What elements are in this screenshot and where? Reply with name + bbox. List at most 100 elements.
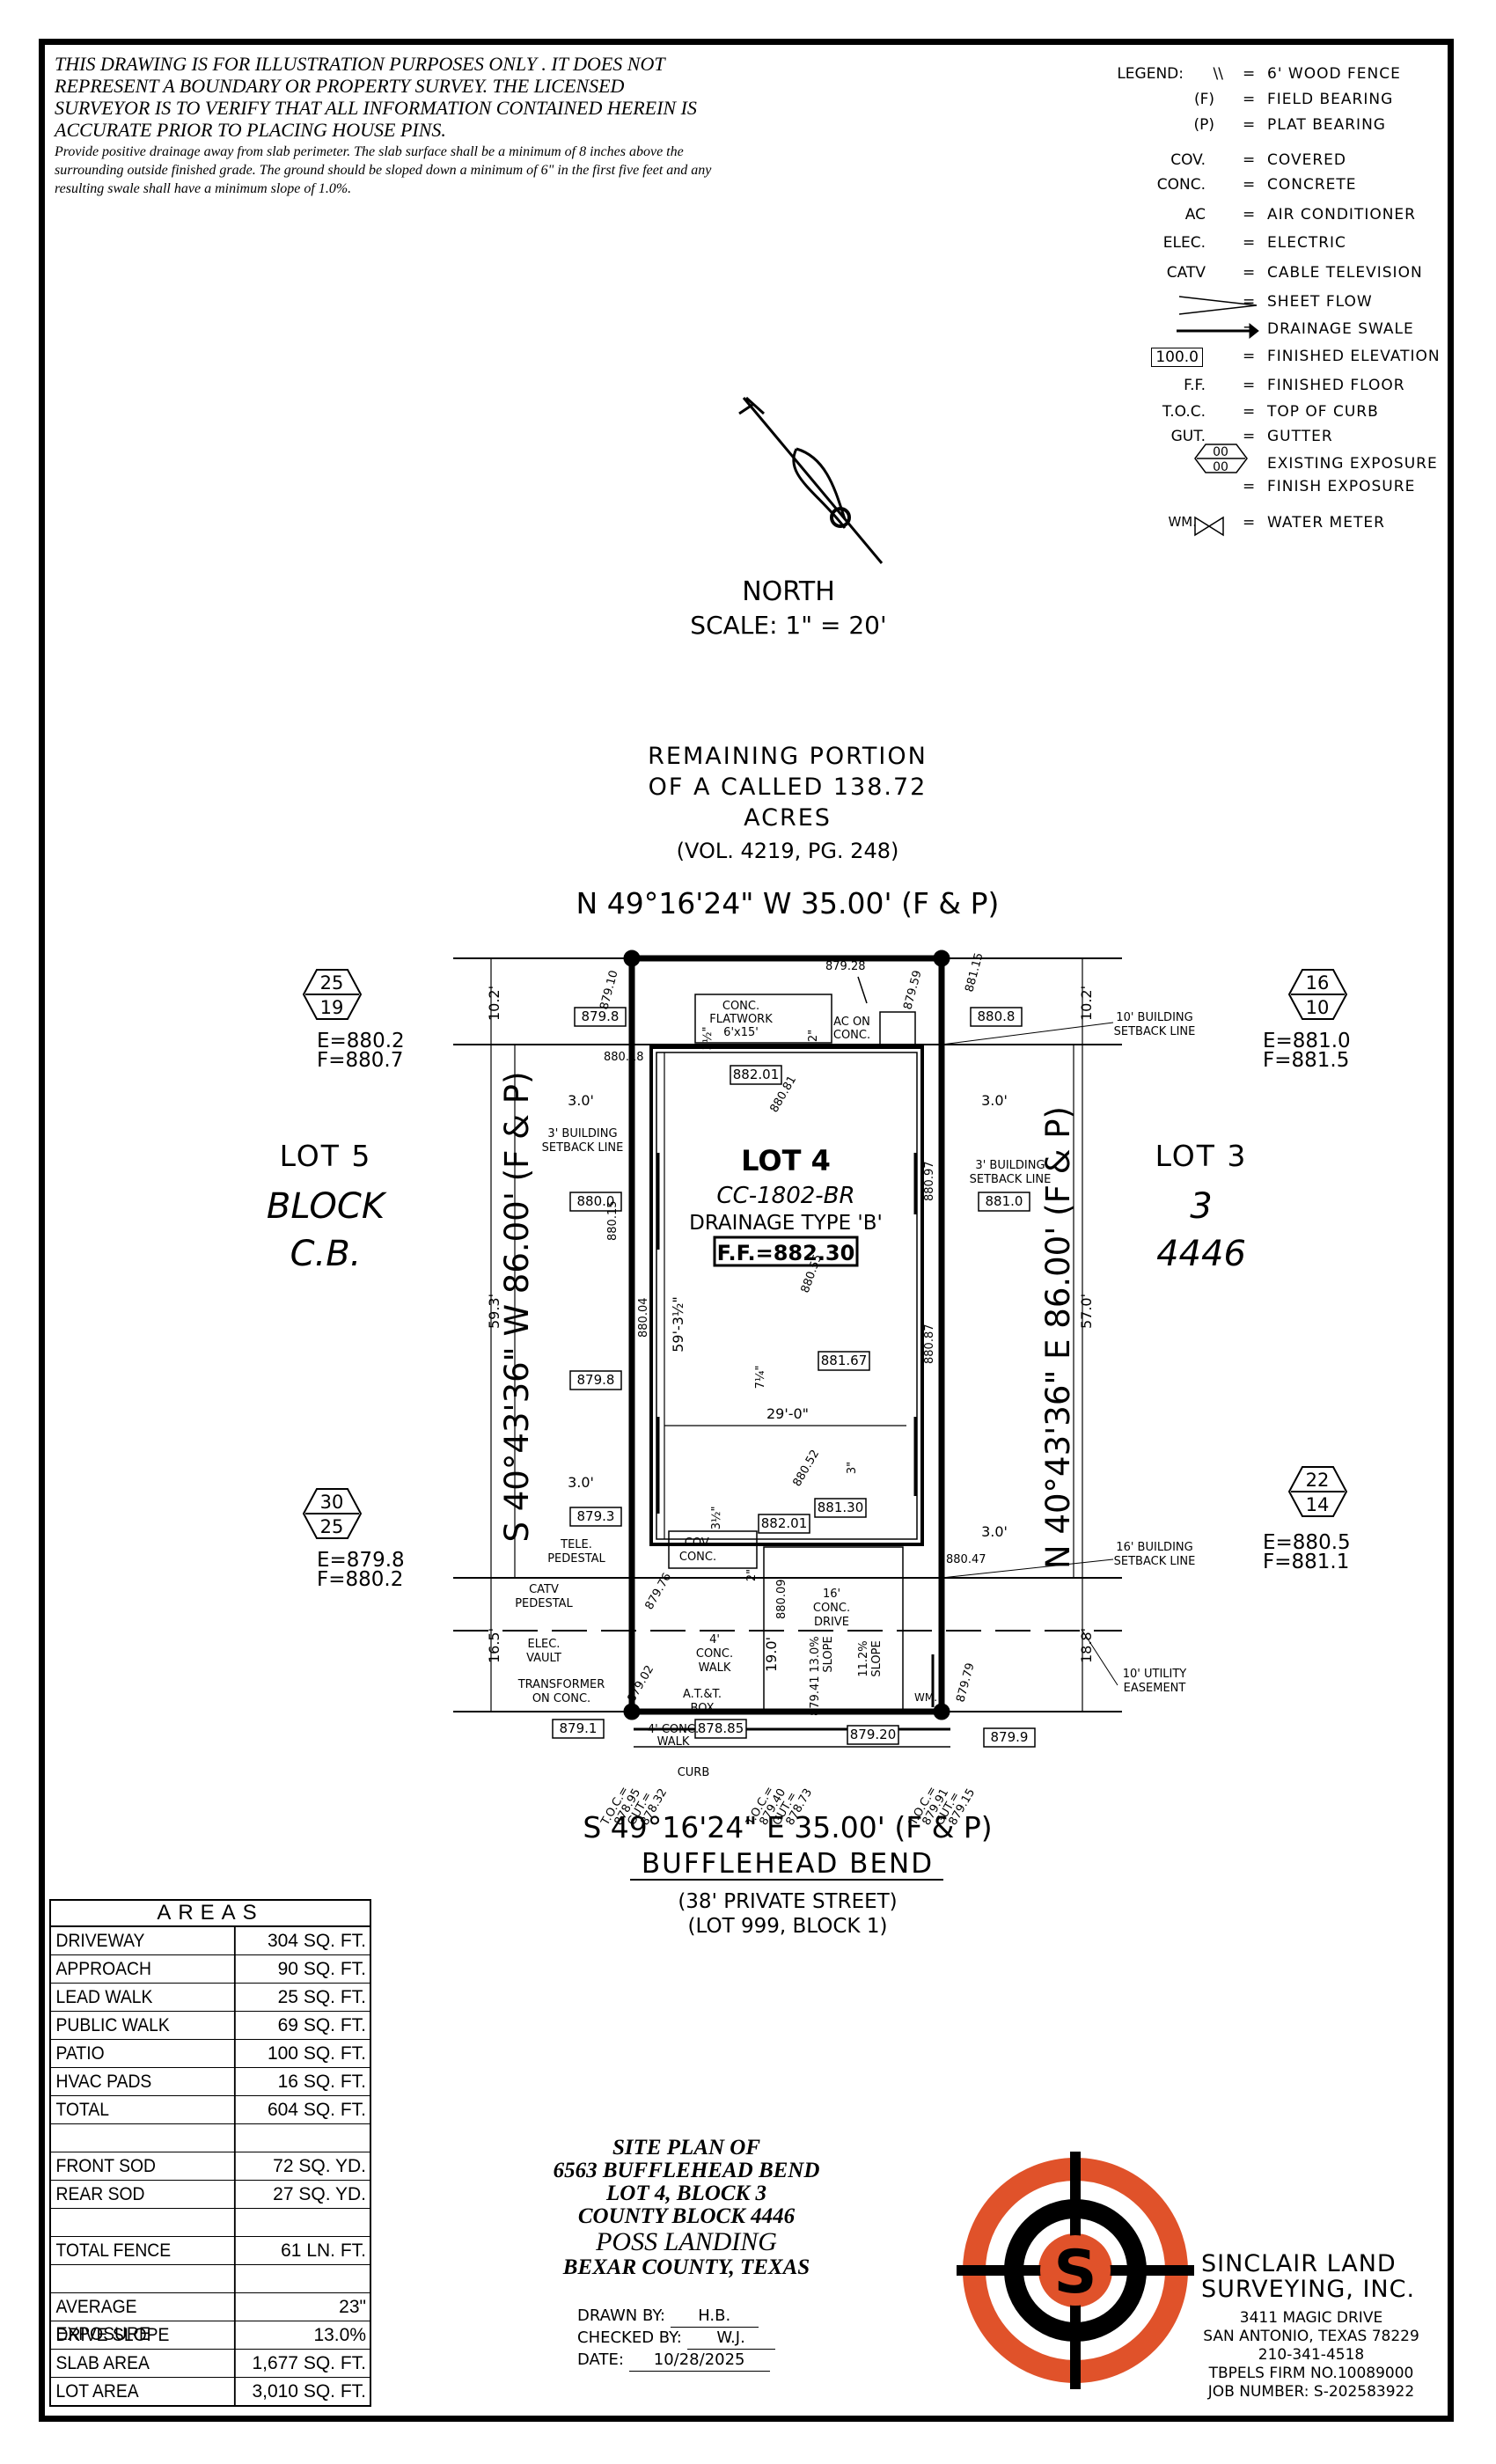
street-width: (38' PRIVATE STREET) <box>678 1890 897 1913</box>
legend-desc: CABLE TELEVISION <box>1267 264 1423 282</box>
legend-symbol: GUT. <box>1170 428 1206 445</box>
boxed-elevation: 882.01 <box>761 1515 808 1531</box>
legend-desc: AIR CONDITIONER <box>1267 206 1416 224</box>
slope-pct: 11.2% <box>857 1640 870 1676</box>
legend-desc: COVERED <box>1267 151 1346 169</box>
slope-label: SLOPE <box>822 1636 835 1672</box>
step-dim: 3" <box>846 1462 859 1474</box>
exposure-f: F=881.1 <box>1263 1551 1349 1573</box>
areas-value: 1,677 SQ. FT. <box>252 2353 366 2373</box>
flatwork-size: 6'x15' <box>723 1026 759 1039</box>
company-address: 3411 MAGIC DRIVE <box>1239 2309 1383 2327</box>
dim-3ft: 3.0' <box>981 1092 1008 1109</box>
legend-desc: FINISHED FLOOR <box>1267 377 1405 394</box>
areas-item: PATIO <box>51 2040 236 2067</box>
elevation-shot: 880.15 <box>606 1201 620 1242</box>
areas-item: DRIVE SLOPE <box>51 2321 236 2349</box>
step-dim: 7¼" <box>754 1366 767 1390</box>
bearing-right: N 40°43'36" E 86.00' (F & P) <box>1039 1106 1077 1569</box>
exposure-hex-lot5-front <box>302 1488 363 1539</box>
flatwork-label: CONC. <box>722 1000 759 1013</box>
street-lot: (LOT 999, BLOCK 1) <box>688 1915 888 1938</box>
legend-desc: TOP OF CURB <box>1267 403 1379 421</box>
drawn-by: H.B. <box>670 2306 759 2328</box>
title-subdivision: POSS LANDING <box>596 2227 777 2256</box>
step-dim: 3½" <box>701 1027 715 1051</box>
building-slab <box>649 1045 924 1546</box>
legend-title: LEGEND: <box>1117 65 1184 83</box>
att-box: BOX <box>691 1702 715 1715</box>
lead-walk: CONC. <box>696 1647 733 1661</box>
company-phone: 210-341-4518 <box>1258 2346 1365 2364</box>
sheet-flow-icon <box>1178 296 1258 315</box>
areas-item: AVERAGE EXPOSURE <box>51 2293 236 2344</box>
exposure-f: F=880.2 <box>317 1568 403 1591</box>
areas-value: 23" <box>339 2297 366 2317</box>
step-dim: 2" <box>807 1030 820 1042</box>
boxed-elevation: 880.0 <box>577 1193 615 1209</box>
exposure-e: E=879.8 <box>317 1549 405 1572</box>
cov-conc: CONC. <box>679 1551 716 1564</box>
checked-by: W.J. <box>686 2328 775 2350</box>
date: 10/28/2025 <box>628 2350 770 2372</box>
exposure-e: E=880.2 <box>317 1030 405 1052</box>
elevation-shot: 880.09 <box>775 1580 788 1620</box>
legend-desc: CONCRETE <box>1267 176 1357 194</box>
dim-length: 59'-3½" <box>670 1296 686 1353</box>
setback-10: SETBACK LINE <box>1114 1025 1196 1038</box>
transformer: TRANSFORMER <box>517 1678 605 1691</box>
bearing-bottom: S 49°16'24" E 35.00' (F & P) <box>583 1810 992 1844</box>
areas-item: TOTAL FENCE <box>51 2237 236 2264</box>
elevation-shot: 879.10 <box>598 969 620 1011</box>
dim-3ft: 3.0' <box>981 1523 1008 1540</box>
boxed-elevation: 878.85 <box>698 1720 744 1736</box>
elevation-shot: 880.87 <box>923 1324 936 1365</box>
title-address: 6563 BUFFLEHEAD BEND <box>553 2159 820 2182</box>
areas-item <box>51 2124 236 2152</box>
exposure-existing: 30 <box>320 1492 344 1513</box>
lead-walk: 4' <box>709 1633 720 1646</box>
utility-easement: EASEMENT <box>1124 1682 1186 1695</box>
legend-symbol: 100.0 <box>1151 348 1203 367</box>
elevation-shot: 879.79 <box>954 1661 977 1704</box>
exposure-existing: 22 <box>1306 1470 1330 1491</box>
transformer: ON CONC. <box>532 1692 590 1705</box>
elec-vault: VAULT <box>526 1652 561 1665</box>
drawn-label: DRAWN BY: <box>577 2306 665 2325</box>
finished-floor: F.F.=882.30 <box>717 1241 855 1265</box>
lead-walk: WALK <box>699 1661 731 1675</box>
catv-pedestal: PEDESTAL <box>515 1597 573 1610</box>
lot4-title: LOT 4 <box>741 1144 831 1177</box>
lot5-label: LOT 5 <box>280 1139 372 1173</box>
exposure-e: E=880.5 <box>1263 1531 1351 1554</box>
elevation-shot: 880.52 <box>790 1448 822 1489</box>
elevation-shot: 880.47 <box>946 1553 986 1566</box>
dim-front-left: 16.5' <box>486 1628 502 1663</box>
legend-exp-top: 00 <box>1213 445 1228 459</box>
company-name: SINCLAIR LAND <box>1201 2250 1397 2277</box>
drainage-type: DRAINAGE TYPE 'B' <box>689 1212 883 1235</box>
areas-item: DRIVEWAY <box>51 1927 236 1954</box>
company-city: SAN ANTONIO, TEXAS 78229 <box>1203 2328 1419 2345</box>
dim-rear-setback: 10.2' <box>486 986 502 1021</box>
flatwork-label: FLATWORK <box>709 1013 773 1026</box>
remaining-portion: OF A CALLED 138.72 <box>649 774 928 801</box>
disclaimer-text: THIS DRAWING IS FOR ILLUSTRATION PURPOSE… <box>55 53 697 141</box>
boxed-elevation: 879.1 <box>560 1720 598 1736</box>
title-line: SITE PLAN OF <box>612 2136 761 2160</box>
exposure-finish: 25 <box>320 1516 344 1537</box>
areas-item: APPROACH <box>51 1955 236 1983</box>
legend-symbol: (F) <box>1193 91 1214 108</box>
lot5-cb: C.B. <box>290 1234 362 1274</box>
dim-rear-setback: 10.2' <box>1078 986 1095 1021</box>
areas-row <box>51 2124 370 2152</box>
legend-exp-bottom: 00 <box>1213 460 1228 474</box>
bearing-top: N 49°16'24" W 35.00' (F & P) <box>576 886 1000 920</box>
